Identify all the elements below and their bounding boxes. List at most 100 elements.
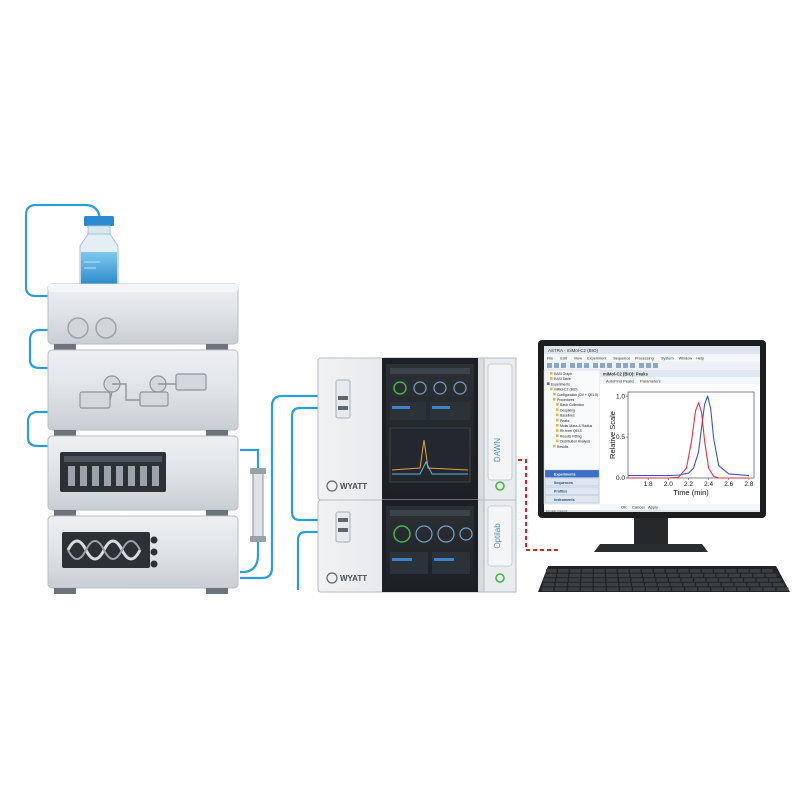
nav-button-instruments[interactable] <box>544 495 600 504</box>
tree-item-icon <box>556 429 559 432</box>
keyboard-key <box>606 582 619 587</box>
pump-module <box>47 283 239 345</box>
keyboard-key <box>716 573 728 578</box>
x-tick-label: 2.0 <box>664 481 673 488</box>
tree-item-icon <box>556 424 559 427</box>
keyboard-key <box>701 569 713 573</box>
x-tick-label: 2.4 <box>704 481 713 488</box>
keyboard-key <box>698 587 711 591</box>
tree-item-icon <box>553 398 556 401</box>
nav-button-profiles[interactable] <box>544 486 600 495</box>
menu-item-window[interactable]: Window <box>679 357 693 361</box>
menu-item-system[interactable]: System <box>661 357 674 361</box>
valve-module <box>47 349 239 431</box>
keyboard-key <box>659 587 671 591</box>
nav-button-sequences[interactable] <box>544 478 600 487</box>
tree-item[interactable]: Configuration (DV + QELS) <box>557 393 598 397</box>
keyboard-key <box>750 587 763 591</box>
keyboard-key <box>721 582 734 587</box>
tree-item-icon <box>556 408 559 411</box>
keyboard-key <box>569 573 581 578</box>
keyboard-key <box>543 578 556 582</box>
x-tick-label: 2.6 <box>724 481 733 488</box>
keyboard-key <box>632 582 644 587</box>
tree-item[interactable]: miMol-C2 (BIO) <box>554 388 578 392</box>
keyboard-key <box>747 582 759 587</box>
keyboard-key <box>737 569 749 573</box>
document-tab-title[interactable]: miMol-C2 (BIO): Peaks <box>603 372 649 377</box>
menu-item-sequence[interactable]: Sequence <box>613 357 630 361</box>
menu-item-processing[interactable]: Processing <box>635 357 654 361</box>
svg-text:WYATT: WYATT <box>340 482 367 491</box>
tubing <box>24 203 340 590</box>
keyboard-key <box>734 582 747 587</box>
keyboard-key <box>761 569 773 573</box>
keyboard <box>538 566 790 592</box>
cancel-button[interactable]: Cancel <box>632 505 645 510</box>
keyboard-key <box>557 573 569 578</box>
solvent-bottle <box>79 216 119 285</box>
menu-bar: File Edit View Experiment Sequence Processing… <box>547 357 704 361</box>
tree-item-icon <box>556 439 559 443</box>
dawn-detector: DAWN WYATT <box>317 357 517 501</box>
optilab-status-led <box>495 573 505 583</box>
menu-item-view[interactable]: View <box>574 357 582 361</box>
keyboard-key <box>765 573 777 578</box>
status-bar: For Help, press F1 <box>546 509 568 513</box>
keyboard-key <box>706 578 718 582</box>
keyboard-key <box>617 569 629 573</box>
tree-item[interactable]: Baselines <box>560 414 575 418</box>
keyboard-key <box>689 569 701 573</box>
tree-item-icon <box>550 377 553 380</box>
tree-item[interactable]: Results <box>557 445 569 449</box>
menu-item-file[interactable]: File <box>547 357 553 361</box>
keyboard-key <box>606 573 618 578</box>
subtab-parameters[interactable]: Parameters <box>640 379 661 384</box>
keyboard-key <box>677 569 689 573</box>
tree-item[interactable]: EASI Table <box>554 377 571 381</box>
x-axis-label: Time (min) <box>673 488 709 497</box>
keyboard-key <box>542 582 555 587</box>
tree-item[interactable]: Molar Mass & Radius <box>560 424 593 428</box>
keyboard-key <box>776 587 789 591</box>
tree-item[interactable]: Despiking <box>560 408 575 412</box>
nav-button-experiments[interactable] <box>544 469 600 478</box>
keyboard-key <box>568 582 580 587</box>
menu-item-edit[interactable]: Edit <box>560 357 567 361</box>
keyboard-key <box>728 573 740 578</box>
keyboard-key <box>685 587 698 591</box>
dawn-screen-ui <box>389 368 471 483</box>
keyboard-key <box>632 587 645 591</box>
nav-button-label: Experiments <box>554 472 576 476</box>
menu-item-help[interactable]: Help <box>696 357 704 361</box>
keyboard-key <box>629 569 641 573</box>
tree-item[interactable]: Experiments <box>551 382 570 386</box>
tree-item[interactable]: Results Fitting <box>560 434 582 438</box>
x-tick-label: 1.8 <box>644 481 653 488</box>
keyboard-key <box>618 573 630 578</box>
tube-autosampler-to-column <box>26 410 48 448</box>
tube-to-dawn <box>240 394 335 580</box>
tree-item-icon <box>550 387 553 391</box>
optilab-detector: Optilab WYATT <box>317 499 517 593</box>
keyboard-key <box>772 582 785 587</box>
apply-button[interactable]: Apply <box>648 505 658 510</box>
keyboard-key <box>667 573 679 578</box>
y-axis-label: Relative Scale <box>608 411 617 459</box>
nav-button-label: Profiles <box>554 489 567 493</box>
tree-item[interactable]: Procedures <box>557 398 575 402</box>
dawn-label: DAWN <box>493 438 502 462</box>
keyboard-key <box>744 578 756 582</box>
tree-item[interactable]: Peaks <box>560 419 570 423</box>
tree-item[interactable]: Distribution Analysis <box>560 440 591 444</box>
ok-button[interactable]: OK <box>621 505 627 510</box>
subtab-autofind[interactable]: AutoFind Peaks <box>606 379 634 384</box>
menu-item-experiment[interactable]: Experiment <box>587 357 607 361</box>
tree-item[interactable]: EASI Graph <box>554 372 572 376</box>
keyboard-key <box>569 569 581 573</box>
keyboard-key <box>619 582 631 587</box>
tree-item[interactable]: Rh from QELS <box>560 429 583 433</box>
tree-item[interactable]: Basic Collection <box>560 403 584 407</box>
